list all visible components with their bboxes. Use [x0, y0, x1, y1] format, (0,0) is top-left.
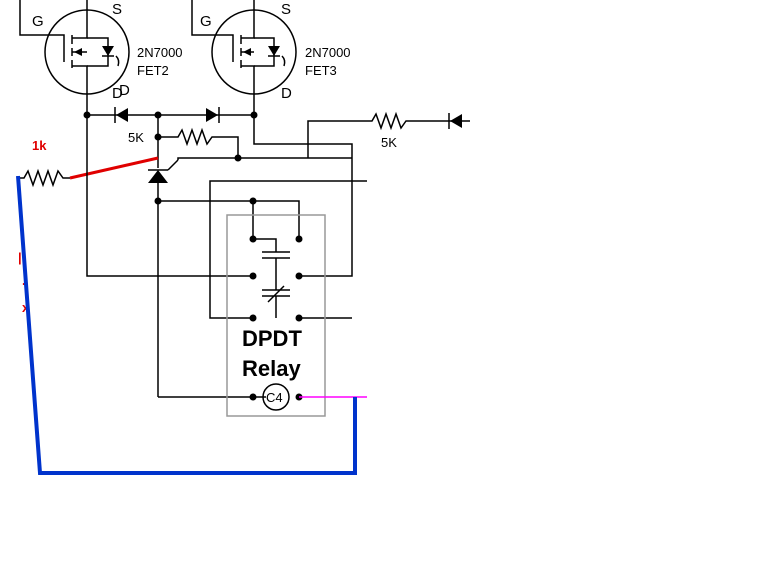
resistor-5k-right: 5K — [307, 111, 470, 150]
fet3: G S D 2N7000 FET3 — [191, 0, 351, 115]
resistor-1k-label: 1k — [32, 138, 47, 153]
fet2-gate-lead — [19, 0, 65, 62]
resistor-5k-center-label: 5K — [128, 130, 144, 145]
diode-1 — [116, 108, 128, 122]
fet3-source-lead — [241, 0, 255, 39]
fet3-drain-label: D — [281, 85, 292, 102]
resistor-5k-right-label: 5K — [381, 135, 397, 150]
relay-title-line1: DPDT — [242, 326, 302, 351]
relay-coil-label: C4 — [266, 390, 283, 405]
fet2-source-label: S — [112, 1, 122, 18]
fet2-gate-label: G — [32, 13, 44, 30]
fet2-name-label: FET2 — [137, 63, 169, 78]
relay-wiring — [86, 115, 367, 398]
scr — [148, 157, 352, 397]
relay-coil — [262, 383, 290, 411]
fet2: G S D 2N7000 FET2 — [19, 0, 183, 115]
fet3-name-label: FET3 — [305, 63, 337, 78]
relay-box — [226, 214, 326, 417]
diode-1-label: D — [119, 82, 130, 99]
fet2-part-label: 2N7000 — [137, 45, 183, 60]
diode-right — [450, 114, 462, 128]
fet3-gate-lead — [191, 0, 234, 62]
fet3-part-label: 2N7000 — [305, 45, 351, 60]
fet3-source-label: S — [281, 1, 291, 18]
fet2-drain-label: D — [112, 85, 123, 102]
fet2-drain-lead — [72, 65, 88, 115]
resistor-1k-left: 1k | . x — [18, 138, 159, 315]
fet3-drain-lead — [241, 65, 255, 115]
fet3-gate-label: G — [200, 13, 212, 30]
blue-wire — [16, 175, 357, 475]
diode-2 — [206, 108, 218, 122]
fet2-source-lead — [72, 0, 88, 39]
dpdt-relay: DPDT Relay C4 — [226, 197, 326, 417]
red-wire — [69, 156, 159, 180]
relay-title-line2: Relay — [242, 356, 301, 381]
svg-text:|: | — [18, 250, 22, 265]
